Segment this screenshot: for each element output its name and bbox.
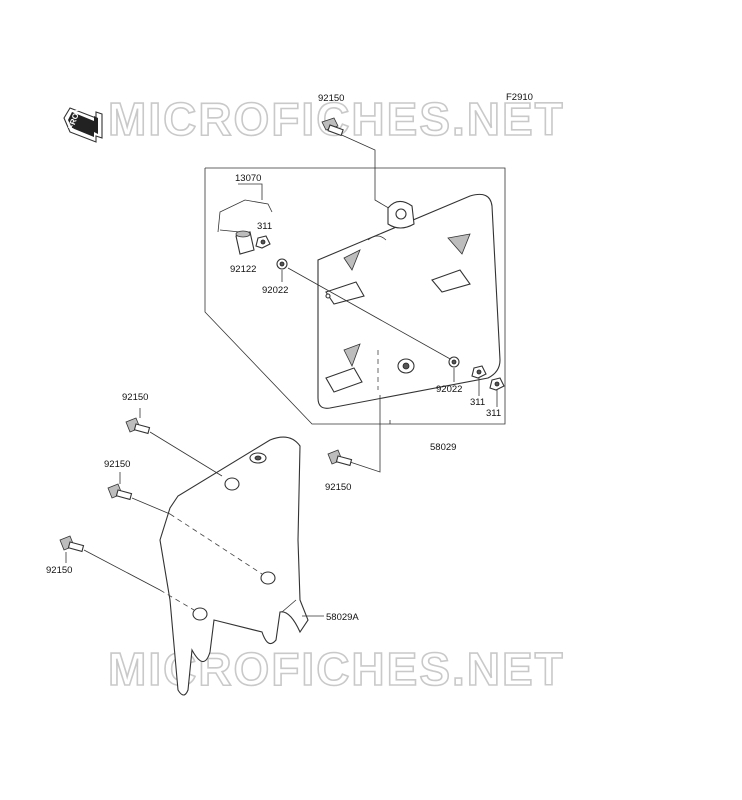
label-bolt-middle: 92150: [325, 482, 351, 493]
diagram-code: F2910: [506, 92, 533, 103]
front-arrow-icon: FRONT: [63, 102, 103, 143]
cover-lower: [159, 436, 309, 696]
label-collar: 92122: [230, 264, 256, 275]
bolt-left-2-icon: [107, 483, 133, 501]
upper-assembly-frame: [204, 167, 506, 425]
nut-lower-1-icon: [471, 365, 487, 379]
leader-bolt-left-3: [83, 549, 161, 591]
dashed-guide-left-2: [169, 513, 263, 575]
nut-upper-left-icon: [255, 235, 271, 249]
label-bolt-left-2: 92150: [104, 459, 130, 470]
bolt-middle-icon: [327, 449, 353, 467]
leader-bolt-left-2: [131, 497, 171, 515]
bolt-top-icon: [321, 117, 344, 137]
label-grommet-upper: 92022: [262, 285, 288, 296]
label-nut-lower-2: 311: [486, 408, 501, 419]
grommet-lower-icon: [448, 356, 460, 368]
leader-bolt-middle: [349, 395, 381, 473]
watermark-top: MICROFICHES.NET: [108, 93, 565, 145]
label-bolt-left-3: 92150: [46, 565, 72, 576]
label-cover-upper: 58029: [430, 442, 456, 453]
cover-upper: [317, 193, 501, 409]
nut-lower-2-icon: [489, 377, 505, 391]
label-bolt-top: 92150: [318, 93, 344, 104]
grommet-upper-icon: [276, 258, 288, 270]
label-grommet-lower: 92022: [436, 384, 462, 395]
spring-icon: [217, 199, 273, 233]
leader-spring-to-plate: [287, 267, 453, 361]
label-spring: 13070: [235, 173, 261, 184]
bolt-left-3-icon: [59, 535, 85, 553]
bolt-left-1-icon: [125, 417, 151, 435]
dashed-guide-left-3: [159, 589, 195, 611]
label-cover-lower: 58029A: [326, 612, 359, 623]
label-nut-upper-left: 311: [257, 221, 272, 232]
leader-bolt-left-1: [149, 431, 223, 477]
label-bolt-left-1: 92150: [122, 392, 148, 403]
collar-icon: [235, 230, 255, 255]
label-nut-lower-1: 311: [470, 397, 485, 408]
leader-bolt-top: [334, 131, 393, 211]
leader-spring: [238, 183, 263, 200]
